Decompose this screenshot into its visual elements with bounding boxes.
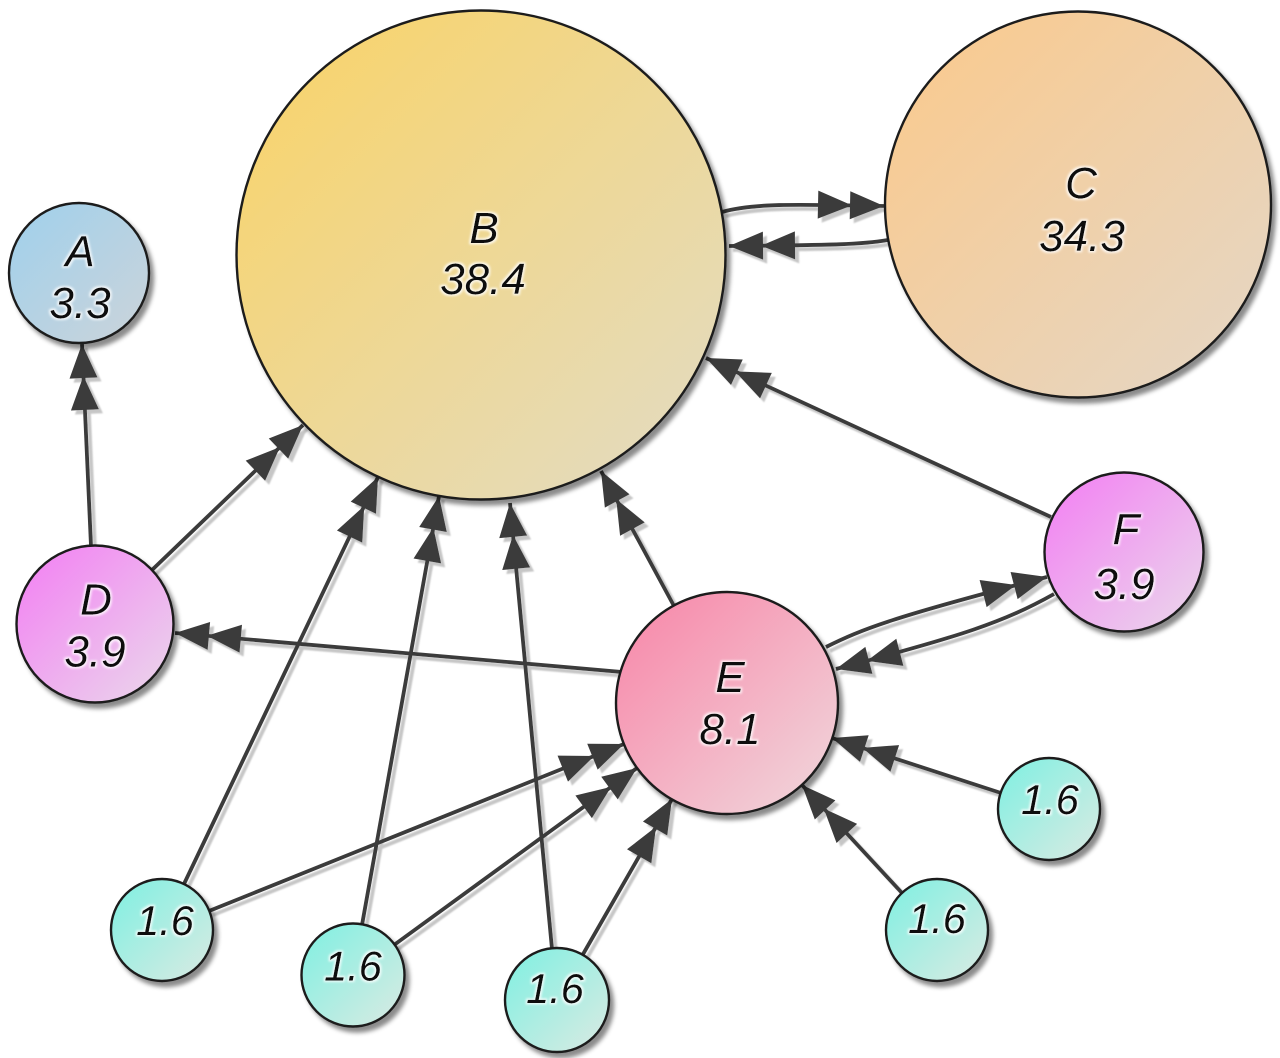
- svg-text:1.6: 1.6: [1021, 776, 1080, 823]
- svg-text:3.9: 3.9: [1093, 560, 1154, 609]
- svg-text:A: A: [62, 228, 94, 277]
- svg-text:F: F: [1113, 505, 1142, 554]
- svg-text:1.6: 1.6: [324, 943, 383, 990]
- svg-text:3.9: 3.9: [64, 628, 125, 677]
- svg-text:D: D: [80, 576, 112, 625]
- svg-text:1.6: 1.6: [136, 897, 195, 944]
- svg-text:E: E: [715, 653, 745, 702]
- svg-text:34.3: 34.3: [1039, 212, 1125, 261]
- svg-text:1.6: 1.6: [908, 895, 967, 942]
- svg-text:38.4: 38.4: [440, 255, 526, 304]
- svg-text:B: B: [469, 204, 498, 253]
- svg-text:3.3: 3.3: [49, 279, 111, 328]
- svg-text:8.1: 8.1: [699, 705, 760, 754]
- svg-text:1.6: 1.6: [526, 965, 585, 1012]
- svg-text:C: C: [1065, 159, 1098, 208]
